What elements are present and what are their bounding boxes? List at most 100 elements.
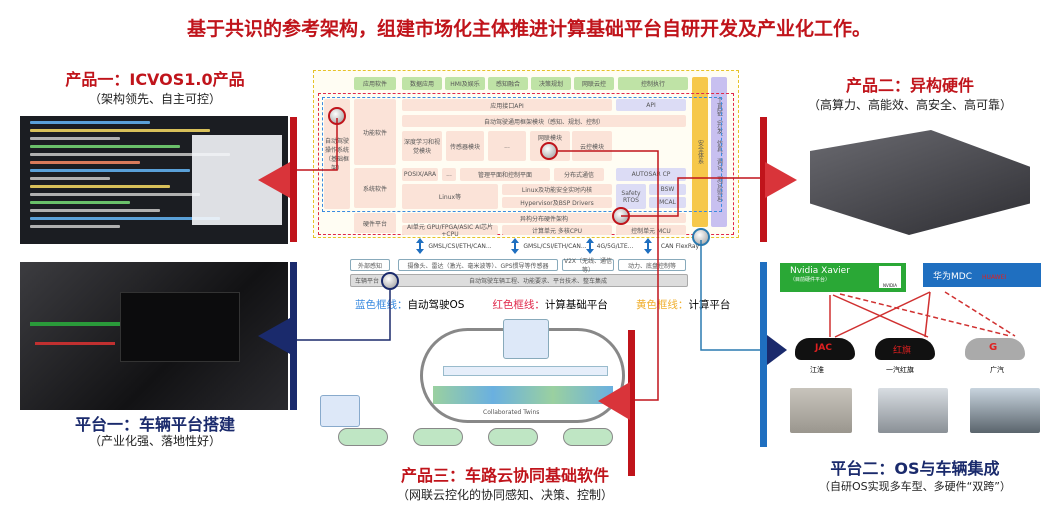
arch-cell: 分布式通信 [554,168,604,181]
arch-cell: 传感器模块 [446,131,484,161]
layer-label: 系统软件 [354,168,396,208]
legend-key: 黄色框线： [635,299,689,311]
layer-label: 硬件平台 [354,213,396,233]
platform2-subtitle: （自研OS实现多车型、多硬件“双跨”） [818,480,1012,493]
red-bar [760,117,767,242]
arch-cell: 摄像头、雷达（激光、毫米波等）、GPS惯导等传感器 [398,259,558,271]
arch-cell: 自动驾驶通用框架模块（感知、规划、控制） [402,115,686,127]
arch-cell: 动力、底盘控制等 [618,259,686,271]
marker-circle [381,272,399,290]
platform-name: Nvidia Xavier [790,266,850,276]
slide-title: 基于共识的参考架构，组建市场化主体推进计算基础平台自研开发及产业化工作。 [186,18,871,40]
arch-cell: HMI及娱乐 [445,77,485,90]
legend: 蓝色框线：自动驾驶OS 红色框线：计算基础平台 黄色框线：计算平台 [355,297,730,312]
huawei-mdc-box: 华为MDC HUAWEI [923,263,1041,287]
triangle-right-icon [767,335,787,365]
marker-circle [612,207,630,225]
link-label: GMSL/CSI/ETH/CAN... [523,242,587,250]
cloud-label: Collaborated Twins [483,409,540,416]
car-name: 江淮 [810,366,824,374]
red-bar [290,117,297,242]
product2-label: 产品二：异构硬件 [845,76,974,95]
arch-cell: 网联云控 [574,77,614,90]
navy-bar [290,262,297,410]
vehicle-row [325,428,625,456]
arch-cell: 自动驾驶车辆工程、功能要求、平台技术、整车集成 [469,278,608,285]
legend-item: 黄色框线：计算平台 [636,297,731,312]
arch-cell: AUTOSAR CP [616,168,686,181]
arch-cell: 管理平面和控制平面 [460,168,550,181]
legend-key: 红色框线： [492,299,545,311]
product3-subtitle: （网联云控化的协同感知、决策、控制） [396,488,613,502]
nvidia-logo-icon: NVIDIA [879,266,901,288]
platform1-label: 平台一：车辆平台搭建 [74,415,235,434]
arch-cell: 外部感知 [350,259,390,271]
legend-key: 蓝色框线： [355,299,408,311]
car-photo [970,388,1040,433]
product1-label: 产品一：ICVOS1.0产品 [65,70,245,89]
arch-cell: 控制执行 [618,77,688,90]
layer-label: 功能软件 [354,99,396,165]
arch-cell: MCAL [649,197,686,208]
vehicle-platform-row: 车辆平台 自动驾驶车辆工程、功能要求、平台技术、整车集成 [350,274,688,287]
arch-cell: Safety RTOS [616,184,646,209]
legend-item: 蓝色框线：自动驾驶OS [355,297,464,312]
huawei-logo-icon: HUAWEI [981,274,1007,281]
nvidia-xavier-box: Nvidia Xavier（目前硬件平台） NVIDIA [780,263,906,292]
triangle-right-icon [765,162,797,198]
arch-cell: 感知融合 [488,77,528,90]
blue-bar [760,262,767,447]
car-name: 一汽红旗 [886,366,914,374]
arch-cell: Linux等 [402,184,498,209]
arch-cell: 应用软件 [354,77,396,90]
car-badge: 红旗 [893,346,912,356]
car-photo [878,388,948,433]
arch-cell: 应用接口API [402,99,612,111]
triangle-left-icon [258,318,290,354]
arch-cell: 深度学习和视觉模块 [402,131,442,161]
arch-cell: ... [442,168,456,181]
legend-text: 自动驾驶OS [407,299,465,311]
arch-cell: 云控模块 [572,131,612,161]
red-bar [628,330,635,476]
car-jac: JAC [795,338,855,360]
triangle-left-icon [258,162,290,198]
arch-cell: AI单元 GPU/FPGA/ASIC AI芯片+CPU [402,224,498,238]
link-label: CAN FlexRay [660,242,700,250]
arch-cell: 异构分布硬件架构 [402,213,686,223]
arch-cell: Hypervisor及BSP Drivers [502,197,612,208]
product2-subtitle: （高算力、高能效、高安全、高可靠） [807,98,1012,112]
product3-label: 产品三：车路云协同基础软件 [400,466,609,485]
legend-text: 计算平台 [688,299,731,311]
arch-cell: 决策规划 [531,77,571,90]
arch-cell: ... [488,131,526,161]
car-name: 广汽 [990,366,1004,374]
link-label: GMSL/CSI/ETH/CAN... [428,242,492,250]
platform1-subtitle: （产业化强、落地性好） [88,434,221,448]
arch-cell: API [616,99,686,111]
marker-circle [328,107,346,125]
arch-cell: 车辆平台 [355,278,380,285]
platform-name: 华为MDC [933,272,972,282]
vehicle-platform-photo [20,262,288,410]
car-badge: JAC [815,343,832,353]
platform-sub: （目前硬件平台） [790,277,831,283]
link-label: 4G/5G/LTE... [596,242,634,250]
arch-cell: Linux及功能安全实时内核 [502,184,612,195]
arch-cell: 数据应用 [402,77,442,90]
reference-architecture-diagram: 应用软件 数据应用 HMI及娱乐 感知融合 决策规划 网联云控 控制执行 安全体… [313,70,739,238]
car-photo [790,388,852,433]
arch-cell: POSIX/ARA [402,168,438,181]
product1-subtitle: （架构领先、自主可控） [88,92,221,106]
hardware-box-image [810,130,1030,235]
arch-cell: V2X（无线、通信等） [562,258,614,274]
car-hongqi: 红旗 [875,338,935,360]
legend-text: 计算基础平台 [544,299,608,311]
marker-circle [540,142,558,160]
car-gac: G [965,338,1025,360]
arch-cell: 计算单元 多核CPU [502,225,612,235]
arch-cell: BSW [649,184,686,195]
arch-cell: 控制单元 MCU [616,225,686,235]
map-icon [320,395,360,427]
car-badge: G [989,342,998,353]
